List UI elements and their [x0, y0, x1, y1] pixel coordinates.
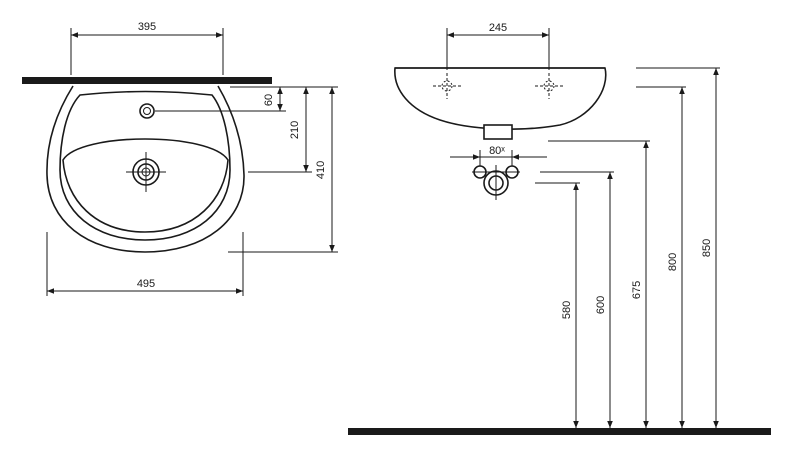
dim-800: 800: [667, 87, 685, 428]
dim-60-label: 60: [263, 94, 275, 106]
drain-icon: [126, 152, 166, 192]
dim-675: 675: [631, 141, 649, 428]
dim-495: 495: [46, 232, 244, 296]
dim-395-label: 395: [138, 21, 156, 33]
side-view: 245 80ˣ 580: [348, 22, 771, 435]
dim-580: 580: [561, 183, 579, 428]
plan-view: 395 495 60 210 410: [22, 21, 338, 296]
waste-outlet: [483, 124, 513, 140]
basin-outer-outline: [46, 85, 245, 253]
tap-centre-left-icon: [433, 73, 462, 99]
dim-80: 80ˣ: [450, 145, 547, 166]
dim-410-label: 410: [315, 161, 327, 179]
dim-850: 850: [701, 68, 719, 428]
dim-675-label: 675: [631, 281, 643, 299]
floor-bar: [348, 428, 771, 435]
supply-fittings-icon: [472, 165, 520, 200]
tap-centre-right-icon: [535, 73, 564, 99]
basin-inner-rim: [59, 90, 231, 241]
dim-600: 600: [595, 172, 613, 428]
tap-hole-icon: [139, 103, 155, 119]
dim-210-label: 210: [289, 121, 301, 139]
dim-800-label: 800: [667, 253, 679, 271]
dim-80-label: 80ˣ: [489, 145, 505, 157]
dim-210: 210: [248, 86, 312, 173]
dim-495-label: 495: [137, 278, 155, 290]
wall-bar: [22, 77, 272, 84]
dim-580-label: 580: [561, 301, 573, 319]
dim-850-label: 850: [701, 239, 713, 257]
dim-60: 60: [155, 86, 286, 112]
dim-410: 410: [228, 86, 338, 253]
dim-245: 245: [446, 22, 550, 70]
basin-bowl: [62, 138, 229, 233]
dim-245-label: 245: [489, 22, 507, 34]
dim-395: 395: [70, 21, 224, 75]
basin-side-profile: [394, 67, 607, 130]
dim-600-label: 600: [595, 296, 607, 314]
